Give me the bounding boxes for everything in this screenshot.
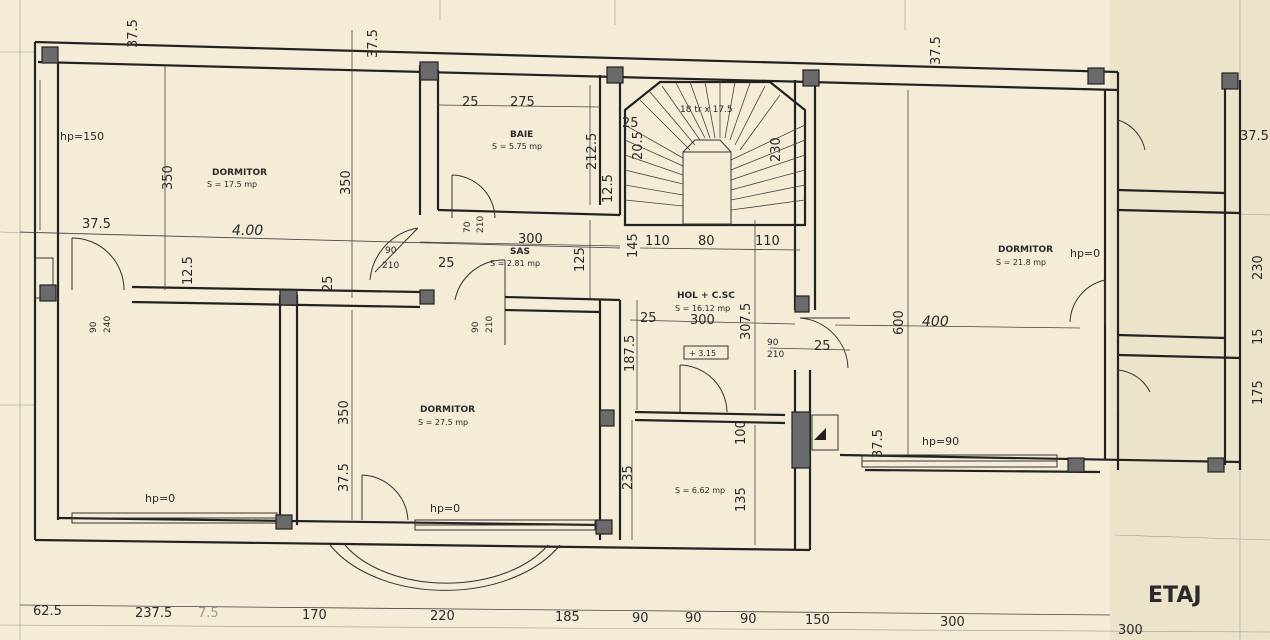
dim-v350-b: 350 (339, 170, 354, 195)
dim-sas-25: 25 (438, 256, 455, 271)
dim-b300-b: 300 (1118, 623, 1143, 638)
dim-b90-c: 90 (740, 612, 757, 627)
dim-v350-c: 350 (337, 400, 352, 425)
dim-b150: 150 (805, 613, 830, 628)
dimension-texts: 37.5 37.5 37.5 37.5 25 275 212.5 12.5 25… (33, 19, 1269, 638)
room-name-baie: BAIE (510, 130, 533, 140)
door-labels: 90 240 70 210 90 210 90 210 90 210 (89, 216, 784, 360)
dim-b90-b: 90 (685, 611, 702, 626)
dim-b185: 185 (555, 610, 580, 625)
door-label-d3b: 210 (382, 261, 399, 271)
dim-v37-5-a: 37.5 (337, 463, 352, 492)
dim-baie-25: 25 (462, 95, 479, 110)
dim-h400-b: 400 (922, 314, 949, 330)
room-area-dormitor-nw: S = 17.5 mp (207, 180, 257, 189)
hp-nw: hp=150 (60, 130, 104, 143)
room-name-dormitor-nw: DORMITOR (212, 168, 267, 178)
door-label-d3a: 90 (385, 246, 397, 256)
dim-r175: 175 (1251, 380, 1266, 405)
hp-labels: hp=150 hp=0 hp=0 hp=0 hp=90 (60, 130, 1100, 515)
floor-label: ETAJ (1148, 583, 1202, 608)
dim-st-20-5: 20.5 (631, 131, 646, 160)
dim-st-230: 230 (769, 137, 784, 162)
stair-treads (624, 81, 806, 211)
dim-v100: 100 (734, 420, 749, 445)
door-label-d1a: 90 (89, 321, 99, 333)
columns (39, 46, 1239, 535)
door-label-d4a: 90 (471, 321, 481, 333)
dim-b170: 170 (302, 608, 327, 623)
door-label-d5a: 90 (767, 338, 779, 348)
room-name-dormitor-e: DORMITOR (998, 245, 1053, 255)
dim-top-37-5-b: 37.5 (366, 29, 381, 58)
door-label-d4b: 210 (485, 316, 495, 333)
dim-v12-5: 12.5 (181, 256, 196, 285)
dim-b62-5: 62.5 (33, 604, 62, 619)
dim-v125: 125 (573, 247, 588, 272)
dim-b220: 220 (430, 609, 455, 624)
interior-walls (131, 65, 1242, 550)
level-mark-box (683, 345, 729, 360)
dim-v187-5: 187.5 (623, 335, 638, 372)
stair: 18 tr x 17.5 (623, 80, 807, 227)
room-area-hol: S = 16.12 mp (675, 304, 730, 313)
room-area-small: S = 6.62 mp (675, 486, 725, 495)
dim-sas-300: 300 (518, 232, 543, 247)
room-name-hol: HOL + C.SC (677, 291, 735, 301)
door-label-d2b: 210 (476, 216, 486, 233)
dim-v145: 145 (626, 233, 641, 258)
dim-v135: 135 (734, 487, 749, 512)
dim-h110-a: 110 (645, 234, 670, 249)
dim-top-37-5-c: 37.5 (929, 36, 944, 65)
dim-v350-a: 350 (161, 165, 176, 190)
dim-r15: 15 (1251, 328, 1266, 345)
dim-b90-a: 90 (632, 611, 649, 626)
hp-s-center: hp=0 (430, 502, 460, 515)
dim-h37-5: 37.5 (82, 217, 111, 232)
dim-baie-275: 275 (510, 95, 535, 110)
paper-right-sheet (1110, 0, 1270, 640)
dim-v235: 235 (621, 465, 636, 490)
door-label-d1b: 240 (103, 316, 113, 333)
dim-v25-a: 25 (321, 275, 336, 292)
dim-top-37-5-a: 37.5 (126, 19, 141, 48)
doors (71, 119, 1151, 591)
dim-h400: 4.00 (232, 223, 263, 239)
room-area-sas: S = 2.81 mp (490, 259, 540, 268)
door-label-d5b: 210 (767, 350, 784, 360)
dim-hol-300: 300 (690, 313, 715, 328)
room-labels: DORMITOR S = 17.5 mp BAIE S = 5.75 mp SA… (207, 130, 1053, 495)
dim-v600: 600 (892, 310, 907, 335)
hp-e: hp=0 (1070, 247, 1100, 260)
dim-h110-b: 110 (755, 234, 780, 249)
room-name-sas: SAS (510, 247, 530, 257)
dim-baie-212-5: 212.5 (585, 133, 600, 170)
dim-st-25: 25 (622, 116, 639, 131)
stair-label: 18 tr x 17.5 (680, 105, 733, 115)
door-label-d2a: 70 (463, 221, 473, 233)
dim-d-25: 25 (814, 339, 831, 354)
dim-hol-25: 25 (640, 311, 657, 326)
room-area-dormitor-e: S = 21.8 mp (996, 258, 1046, 267)
dim-b7-5: 7.5 (198, 606, 219, 621)
dimension-lines (19, 30, 1111, 616)
dim-right-37-5: 37.5 (1240, 129, 1269, 144)
room-area-baie: S = 5.75 mp (492, 142, 542, 151)
hp-se: hp=90 (922, 435, 959, 448)
dim-b300-a: 300 (940, 615, 965, 630)
hp-s-left: hp=0 (145, 492, 175, 505)
dim-baie-12-5: 12.5 (601, 174, 616, 203)
room-area-dormitor-center: S = 27.5 mp (418, 418, 468, 427)
level-mark: + 3.15 (689, 349, 716, 358)
dim-b237-5: 237.5 (135, 606, 172, 621)
dim-h80: 80 (698, 234, 715, 249)
dim-v37-5-b: 37.5 (871, 429, 886, 458)
dim-v307-5: 307.5 (739, 303, 754, 340)
room-name-dormitor-center: DORMITOR (420, 405, 475, 415)
dim-r230: 230 (1251, 255, 1266, 280)
